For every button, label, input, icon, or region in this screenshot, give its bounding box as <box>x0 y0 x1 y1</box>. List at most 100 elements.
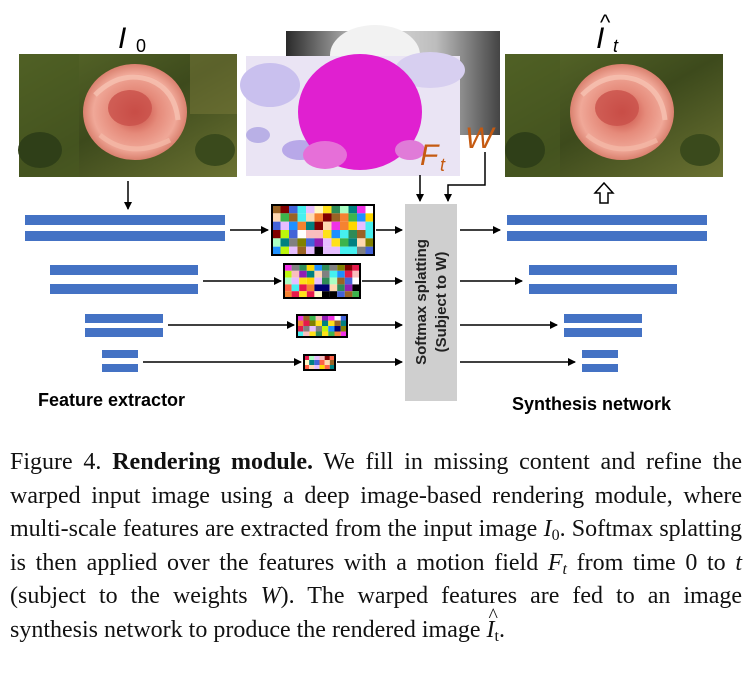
rendering-module-diagram: I 0 F t W ^ I t <box>18 10 723 414</box>
feature-cell <box>314 205 323 214</box>
feature-cell <box>299 277 307 285</box>
feature-cell <box>303 331 310 337</box>
feature-cell <box>272 246 281 255</box>
feature-cell <box>304 355 310 360</box>
feature-cell <box>324 365 330 370</box>
feature-cell <box>306 221 315 230</box>
flow-field-image <box>240 52 465 176</box>
feature-cell <box>352 270 360 278</box>
feature-cell <box>306 246 315 255</box>
feature-cell <box>328 320 335 326</box>
feature-cell <box>322 264 330 271</box>
feature-cell <box>340 238 349 247</box>
feature-cell <box>299 291 307 298</box>
feature-cell <box>322 277 330 285</box>
feature-cell <box>299 284 307 292</box>
feature-cell <box>315 331 322 337</box>
feature-cell <box>337 277 345 285</box>
feature-cell <box>329 270 338 278</box>
feature-cell <box>331 230 340 239</box>
feature-cell <box>314 230 323 239</box>
feature-cell <box>357 230 366 239</box>
feature-cell <box>291 264 300 271</box>
svg-text:(Subject to W): (Subject to W) <box>433 252 450 353</box>
svg-text:F: F <box>420 139 440 172</box>
synthesis-network-bars <box>507 215 707 372</box>
feature-grid-0 <box>271 204 375 256</box>
feature-cell <box>329 277 338 285</box>
input-rose-image <box>18 54 237 177</box>
feature-cell <box>365 246 374 255</box>
feature-cell <box>289 238 298 247</box>
feature-cell <box>365 221 374 230</box>
feature-cell <box>314 355 320 360</box>
feature-cell <box>303 326 310 332</box>
feature-cell <box>357 213 366 222</box>
feature-cell <box>352 277 360 285</box>
feature-cell <box>340 315 347 321</box>
feature-cell <box>272 213 281 222</box>
output-rose-image <box>505 54 723 177</box>
feature-cell <box>314 246 323 255</box>
caption-label: Figure 4. <box>10 449 102 475</box>
caption-text-6: . <box>498 616 505 643</box>
feature-cell <box>340 230 349 239</box>
feature-cell <box>348 221 357 230</box>
feature-cell <box>348 213 357 222</box>
feature-cell <box>299 270 307 278</box>
output-image-label: ^ I t <box>596 10 619 56</box>
feature-grid-1 <box>283 263 361 299</box>
feature-cell <box>297 238 306 247</box>
feature-cell <box>280 230 289 239</box>
feature-cell <box>329 284 338 292</box>
feature-cell <box>340 246 349 255</box>
feature-cell <box>284 277 292 285</box>
feature-cell <box>297 221 306 230</box>
svg-text:^: ^ <box>600 10 611 35</box>
feature-cell <box>306 238 315 247</box>
feature-cell <box>340 213 349 222</box>
caption-text-5: ). The warped features are fed to an ima… <box>10 583 743 643</box>
feature-cell <box>344 270 353 278</box>
caption-math-t: t <box>735 549 742 576</box>
svg-text:0: 0 <box>136 36 146 56</box>
feature-cell <box>272 205 281 214</box>
svg-text:I: I <box>118 22 126 55</box>
caption-math-w: W <box>260 583 281 610</box>
caption-text-2: . Softmax splatting is then applied over… <box>10 516 743 576</box>
caption-math-i0: I0 <box>543 516 560 545</box>
feature-cell <box>284 284 292 292</box>
feature-cell <box>322 291 330 298</box>
feature-cell <box>303 315 310 321</box>
feature-cell <box>306 230 315 239</box>
feature-cell <box>314 291 322 298</box>
feature-cell <box>284 264 292 271</box>
feature-cell <box>314 270 322 278</box>
feature-cell <box>280 246 289 255</box>
feature-cell <box>315 320 322 326</box>
feature-cell <box>289 205 298 214</box>
svg-text:Softmax splatting: Softmax splatting <box>413 239 430 365</box>
feature-cell <box>365 205 374 214</box>
feature-cell <box>344 264 353 271</box>
feature-cell <box>329 365 335 370</box>
feature-cell <box>297 320 304 326</box>
feature-cell <box>314 213 323 222</box>
feature-cell <box>334 315 341 321</box>
feature-cell <box>329 355 335 360</box>
feature-grid-3 <box>303 354 336 371</box>
feature-cell <box>319 365 325 370</box>
feature-cell <box>314 238 323 247</box>
feature-cell <box>323 213 332 222</box>
feature-cell <box>291 284 300 292</box>
feature-cell <box>365 238 374 247</box>
feature-cell <box>331 221 340 230</box>
feature-cell <box>306 291 315 298</box>
feature-cell <box>297 315 304 321</box>
feature-cell <box>315 326 322 332</box>
caption-text-3: from time 0 to <box>567 549 736 576</box>
feature-cell <box>329 264 338 271</box>
feature-cell <box>329 360 335 365</box>
feature-cell <box>344 291 353 298</box>
feature-cell <box>357 246 366 255</box>
